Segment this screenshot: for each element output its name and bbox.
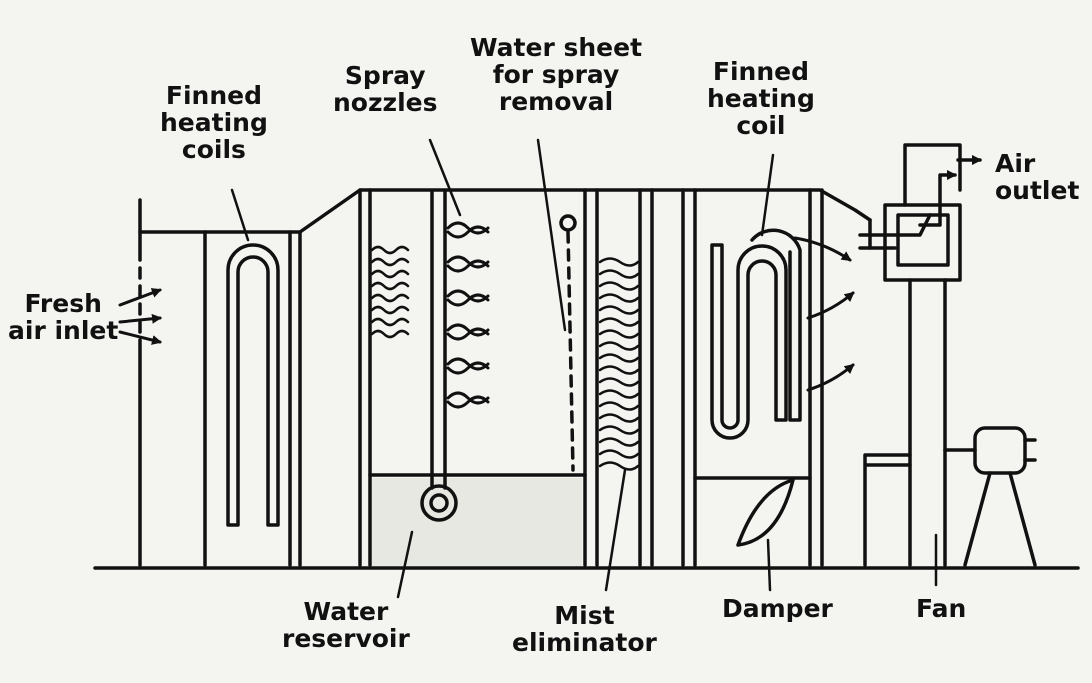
water-sheet-head bbox=[559, 214, 577, 232]
reheat-coil-outer bbox=[750, 228, 802, 422]
casing-outline bbox=[138, 188, 872, 234]
reheat-coil bbox=[710, 243, 788, 440]
label-line: Finned bbox=[712, 57, 809, 86]
label-line: Finned bbox=[165, 81, 262, 110]
label-line: coil bbox=[736, 111, 786, 140]
motor-stand bbox=[963, 471, 1037, 567]
water-sheet bbox=[566, 230, 575, 472]
label-line: reservoir bbox=[282, 624, 410, 653]
label-mist-eliminator: Mist eliminator bbox=[512, 602, 657, 656]
motor bbox=[973, 426, 1027, 475]
label-water-reservoir: Water reservoir bbox=[282, 598, 410, 652]
label-line: Fresh bbox=[24, 289, 102, 318]
water-reservoir bbox=[372, 478, 582, 566]
label-fresh-air-inlet: Fresh air inlet bbox=[8, 290, 118, 344]
outlet-duct bbox=[903, 143, 962, 207]
damper bbox=[736, 478, 795, 547]
label-fan: Fan bbox=[916, 594, 967, 623]
label-line: eliminator bbox=[512, 628, 657, 657]
pump-outer bbox=[420, 484, 458, 522]
airflow-arrows bbox=[118, 236, 855, 392]
label-finned-heating-coils: Finned heating coils bbox=[160, 82, 268, 163]
label-spray-nozzles: Spray nozzles bbox=[333, 62, 437, 116]
label-air-outlet: Air outlet bbox=[995, 150, 1079, 204]
label-line: heating bbox=[707, 84, 815, 113]
label-line: Spray bbox=[344, 61, 426, 90]
label-line: Water bbox=[303, 597, 389, 626]
label-line: outlet bbox=[995, 176, 1080, 205]
label-line: for spray bbox=[492, 60, 620, 89]
label-damper: Damper bbox=[722, 594, 833, 623]
spray-nozzles bbox=[446, 221, 490, 409]
label-finned-heating-coil: Finned heating coil bbox=[707, 58, 815, 139]
outlet-arrow bbox=[918, 170, 957, 227]
label-line: air inlet bbox=[8, 316, 119, 345]
label-line: coils bbox=[181, 135, 246, 164]
label-water-sheet: Water sheet for spray removal bbox=[470, 34, 642, 115]
spray-waves bbox=[370, 245, 410, 339]
label-line: Mist bbox=[554, 601, 615, 630]
label-line: nozzles bbox=[333, 88, 438, 117]
motor-base bbox=[863, 453, 912, 567]
label-line: removal bbox=[498, 87, 614, 116]
fan-housing bbox=[883, 203, 962, 282]
label-line: heating bbox=[160, 108, 268, 137]
label-line: Water sheet bbox=[470, 33, 643, 62]
leader-lines bbox=[230, 138, 938, 599]
fan-blade bbox=[858, 213, 932, 237]
label-line: Air bbox=[995, 149, 1036, 178]
mist-eliminator-blades bbox=[598, 257, 640, 471]
preheat-coil bbox=[226, 243, 280, 527]
